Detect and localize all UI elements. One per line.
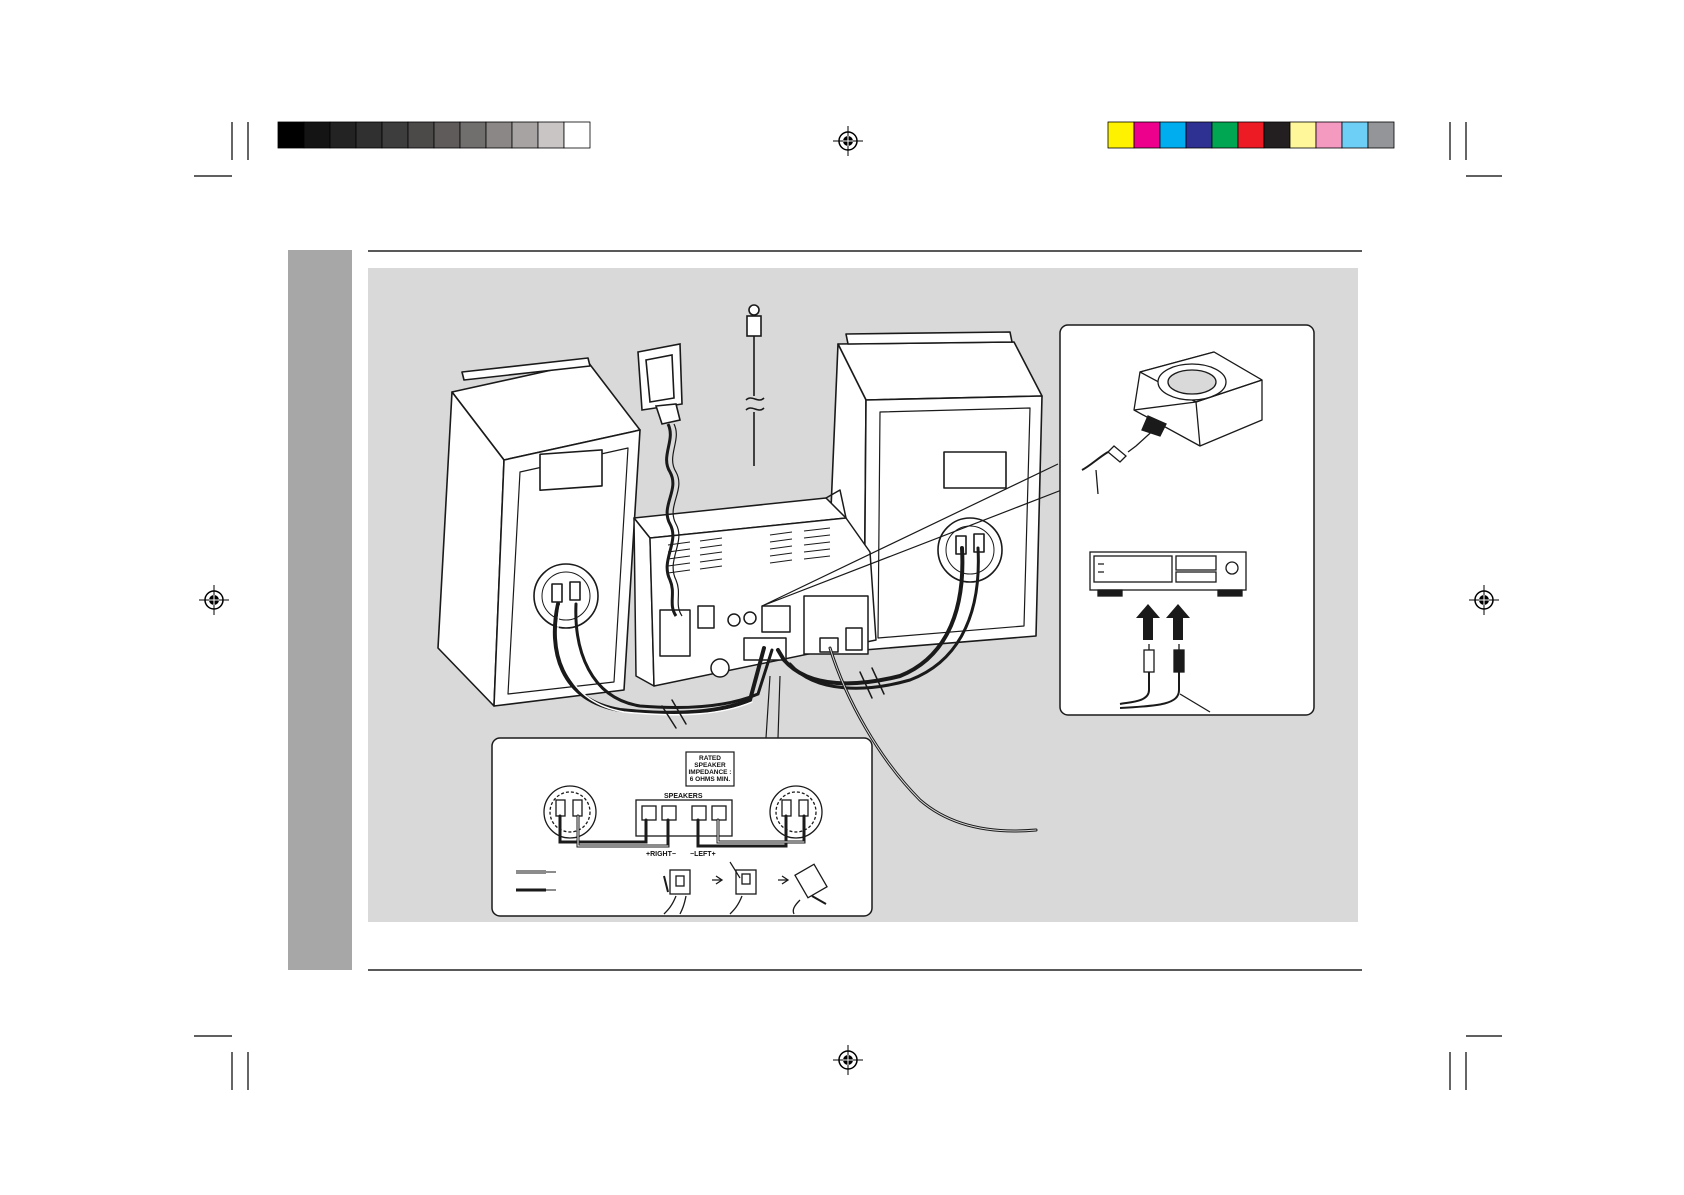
gray-scale-swatch (511, 121, 539, 149)
registration-mark-bottom (833, 1045, 863, 1075)
color-swatch (1107, 121, 1135, 149)
gray-scale-bar (277, 121, 591, 149)
fm-antenna (745, 304, 765, 466)
main-unit-rear (633, 489, 877, 687)
impedance-line-2: SPEAKER (694, 762, 726, 769)
color-swatch (1185, 121, 1213, 149)
color-swatch (1263, 121, 1291, 149)
color-calibration-bar (1107, 121, 1395, 149)
right-speaker (825, 331, 1043, 651)
cables (552, 546, 1038, 833)
right-channel-label: +RIGHT− (646, 851, 676, 858)
color-swatch (1237, 121, 1265, 149)
gray-scale-swatch (381, 121, 409, 149)
gray-scale-swatch (537, 121, 565, 149)
gray-scale-swatch (407, 121, 435, 149)
color-swatch (1315, 121, 1343, 149)
impedance-label-box (685, 751, 735, 787)
impedance-line-4: 6 OHMS MIN. (690, 776, 731, 783)
headphone-plug (1081, 415, 1167, 495)
registration-mark-top (833, 126, 863, 156)
color-swatch (1289, 121, 1317, 149)
gray-scale-swatch (563, 121, 591, 149)
gray-scale-swatch (329, 121, 357, 149)
gray-scale-swatch (355, 121, 383, 149)
color-swatch (1367, 121, 1395, 149)
gray-scale-swatch (277, 121, 305, 149)
color-swatch (1211, 121, 1239, 149)
side-tab (288, 250, 352, 970)
gray-scale-swatch (459, 121, 487, 149)
color-swatch (1341, 121, 1369, 149)
wire-legend (516, 870, 556, 892)
crop-marks (194, 122, 1502, 1090)
registration-mark-right (1469, 585, 1499, 615)
color-swatch (1133, 121, 1161, 149)
left-speaker (437, 357, 641, 707)
speaker-connection-inset: RATED SPEAKER IMPEDANCE : 6 OHMS MIN. SP… (491, 737, 873, 917)
callout-lines (761, 463, 1073, 739)
gray-scale-swatch (485, 121, 513, 149)
portable-player (1133, 351, 1263, 447)
external-equipment-inset (1059, 324, 1315, 716)
registration-mark-left (199, 585, 229, 615)
rca-arrows (1136, 604, 1190, 640)
terminal-steps (663, 861, 828, 915)
vcr-device (1089, 551, 1247, 597)
impedance-line-3: IMPEDANCE : (689, 769, 732, 776)
speakers-label: SPEAKERS (664, 793, 703, 800)
rca-plugs (1119, 644, 1211, 713)
impedance-line-1: RATED (699, 755, 721, 762)
gray-scale-swatch (433, 121, 461, 149)
am-loop-antenna (637, 343, 683, 617)
gray-scale-swatch (303, 121, 331, 149)
color-swatch (1159, 121, 1187, 149)
left-channel-label: −LEFT+ (690, 851, 716, 858)
